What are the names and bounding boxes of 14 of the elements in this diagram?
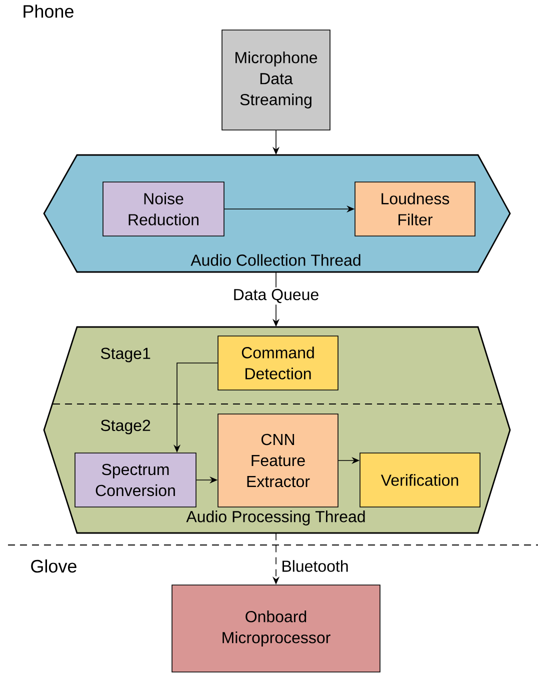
process-box: CNN Feature Extractor	[218, 414, 338, 508]
text-label: Phone	[24, 4, 74, 18]
process-box: Microphone Data Streaming	[222, 30, 330, 130]
edge-label: Bluetooth	[282, 560, 348, 572]
process-box: Command Detection	[218, 336, 338, 390]
text-label: Stage2	[100, 420, 150, 434]
process-box: Verification	[360, 452, 480, 508]
text-label: Glove	[31, 559, 76, 573]
process-box: Loudness Filter	[354, 182, 476, 236]
process-box: Spectrum Conversion	[74, 452, 196, 508]
text-label: Stage1	[100, 348, 150, 362]
process-box: Noise Reduction	[102, 182, 224, 236]
edge-label: Data Queue	[231, 287, 321, 305]
process-box: Onboard Microprocessor	[172, 584, 380, 672]
